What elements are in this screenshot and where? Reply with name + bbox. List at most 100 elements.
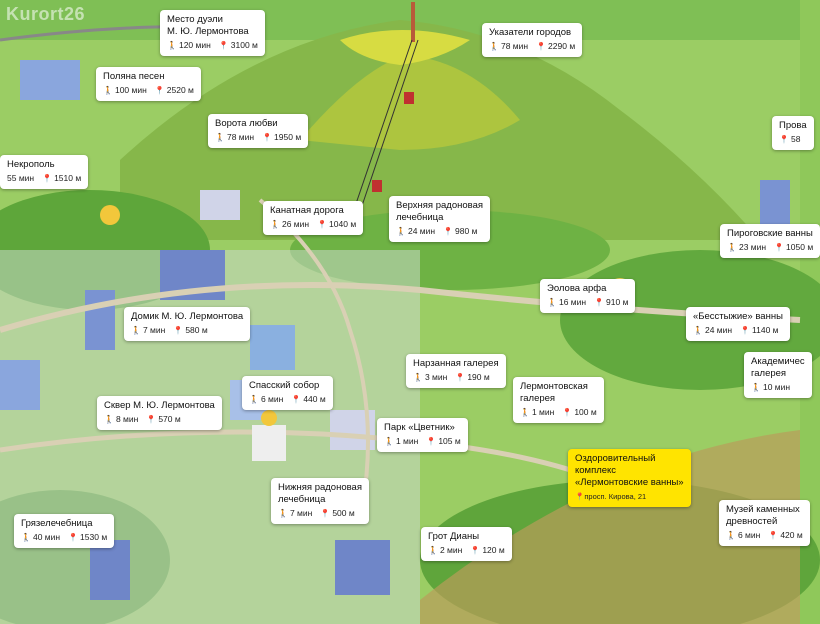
walk-icon: 🚶 (727, 243, 737, 252)
poi-title: Поляна песен (103, 71, 165, 82)
walk-icon: 🚶 (520, 408, 530, 417)
poi-lermontov-house[interactable]: Домик М. Ю. Лермонтова 🚶7 мин📍580 м (124, 307, 251, 341)
poi-title: «Бесстыжие» ванны (693, 311, 783, 322)
walk-icon: 🚶 (489, 42, 499, 51)
walk-icon: 🚶 (21, 533, 31, 542)
poi-meta: 🚶10 мин (751, 382, 791, 392)
walk-icon: 🚶 (249, 395, 259, 404)
pin-icon: 📍 (774, 243, 785, 252)
poi-song-meadow[interactable]: Поляна песен 🚶100 мин📍2520 м (96, 67, 201, 101)
pin-icon: 📍 (426, 437, 437, 446)
poi-meta: 🚶23 мин📍1050 м (727, 242, 814, 252)
poi-mud-clinic[interactable]: Грязелечебница 🚶40 мин📍1530 м (14, 514, 115, 548)
pin-icon: 📍 (218, 41, 229, 50)
walk-icon: 🚶 (413, 373, 423, 382)
poi-address: 📍просп. Кирова, 21 (575, 492, 647, 501)
poi-aeolian-harp[interactable]: Эолова арфа 🚶16 мин📍910 м (540, 279, 636, 313)
poi-meta: 🚶6 мин📍440 м (249, 394, 326, 404)
poi-diana-grotto[interactable]: Грот Дианы 🚶2 мин📍120 м (421, 527, 512, 561)
poi-title: Ворота любви (215, 118, 278, 129)
walk-icon: 🚶 (215, 133, 225, 142)
poi-meta: 🚶100 мин📍2520 м (103, 85, 194, 95)
poi-title: Домик М. Ю. Лермонтова (131, 311, 244, 322)
poi-meta: 🚶16 мин📍910 м (547, 297, 629, 307)
pin-icon: 📍 (562, 408, 573, 417)
walk-icon: 🚶 (104, 415, 114, 424)
poi-meta: 🚶40 мин📍1530 м (21, 532, 108, 542)
poi-meta: 📍58 (779, 134, 801, 144)
pin-icon: 📍 (470, 546, 481, 555)
poi-title: Спасский собор (249, 380, 320, 391)
poi-title: Нарзанная галерея (413, 358, 499, 369)
poi-meta: 🚶7 мин📍580 м (131, 325, 208, 335)
pin-icon: 📍 (42, 174, 53, 183)
poi-meta: 🚶3 мин📍190 м (413, 372, 490, 382)
poi-title: Указатели городов (489, 27, 572, 38)
poi-lermontov-square[interactable]: Сквер М. Ю. Лермонтова 🚶8 мин📍570 м (97, 396, 222, 430)
poi-meta: 🚶78 мин📍1950 м (215, 132, 302, 142)
poi-title: Парк «Цветник» (384, 422, 455, 433)
poi-title: Пироговские ванны (727, 228, 813, 239)
pin-icon: 📍 (291, 395, 302, 404)
poi-meta: 🚶1 мин📍100 м (520, 407, 597, 417)
poi-tsvetnik-park[interactable]: Парк «Цветник» 🚶1 мин📍105 м (377, 418, 468, 452)
poi-cable-car[interactable]: Канатная дорога 🚶26 мин📍1040 м (263, 201, 364, 235)
walk-icon: 🚶 (103, 86, 113, 95)
walk-icon: 🚶 (131, 326, 141, 335)
poi-spassky-cathedral[interactable]: Спасский собор 🚶6 мин📍440 м (242, 376, 333, 410)
poi-shameless-baths[interactable]: «Бесстыжие» ванны 🚶24 мин📍1140 м (686, 307, 790, 341)
pin-icon: 📍 (575, 492, 585, 501)
walk-icon: 🚶 (167, 41, 177, 50)
walk-icon: 🚶 (751, 383, 761, 392)
pin-icon: 📍 (536, 42, 547, 51)
poi-meta: 🚶24 мин📍980 м (396, 226, 478, 236)
poi-title: Некрополь (7, 159, 55, 170)
walk-icon: 🚶 (726, 531, 736, 540)
poi-title: Канатная дорога (270, 205, 344, 216)
walk-icon: 🚶 (278, 509, 288, 518)
poi-love-gates[interactable]: Ворота любви 🚶78 мин📍1950 м (208, 114, 309, 148)
pin-icon: 📍 (154, 86, 165, 95)
walk-icon: 🚶 (396, 227, 406, 236)
walk-icon: 🚶 (693, 326, 703, 335)
poi-prova[interactable]: Прова 📍58 (772, 116, 814, 150)
poi-title: Сквер М. Ю. Лермонтова (104, 400, 215, 411)
poi-title: Грязелечебница (21, 518, 93, 529)
pin-icon: 📍 (455, 373, 466, 382)
pin-icon: 📍 (443, 227, 454, 236)
poi-meta: 🚶24 мин📍1140 м (693, 325, 779, 335)
pin-icon: 📍 (740, 326, 751, 335)
poi-meta: 🚶78 мин📍2290 м (489, 41, 576, 51)
pin-icon: 📍 (779, 135, 789, 144)
poi-necropolis[interactable]: Некрополь 55 мин📍1510 м (0, 155, 89, 189)
pin-icon: 📍 (173, 326, 184, 335)
pin-icon: 📍 (68, 533, 79, 542)
poi-city-signs[interactable]: Указатели городов 🚶78 мин📍2290 м (482, 23, 583, 57)
poi-meta: 🚶8 мин📍570 м (104, 414, 181, 424)
pin-icon: 📍 (262, 133, 273, 142)
pin-icon: 📍 (594, 298, 605, 307)
poi-narzan-gallery[interactable]: Нарзанная галерея 🚶3 мин📍190 м (406, 354, 506, 388)
walk-icon: 🚶 (428, 546, 438, 555)
poi-meta: 🚶26 мин📍1040 м (270, 219, 357, 229)
walk-icon: 🚶 (384, 437, 394, 446)
pin-icon: 📍 (146, 415, 157, 424)
poi-meta: 🚶2 мин📍120 м (428, 545, 505, 555)
poi-title: Эолова арфа (547, 283, 607, 294)
poi-pirogov-baths[interactable]: Пироговские ванны 🚶23 мин📍1050 м (720, 224, 820, 258)
poi-title: Прова (779, 120, 807, 131)
